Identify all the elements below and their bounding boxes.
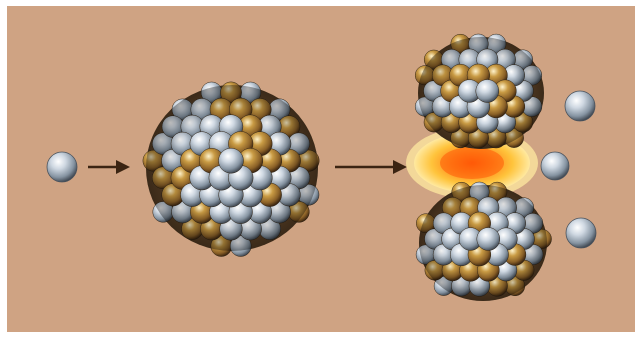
released-neutron-bottom [566, 218, 596, 248]
nucleus-shading [418, 37, 544, 149]
released-neutron-middle [541, 152, 569, 180]
nucleus-shading [419, 185, 547, 301]
fission-fragment-top [415, 34, 544, 149]
released-neutron-top [565, 91, 595, 121]
background-panel [7, 6, 635, 332]
incoming-neutron [47, 152, 77, 182]
nucleus-shading [146, 85, 318, 251]
